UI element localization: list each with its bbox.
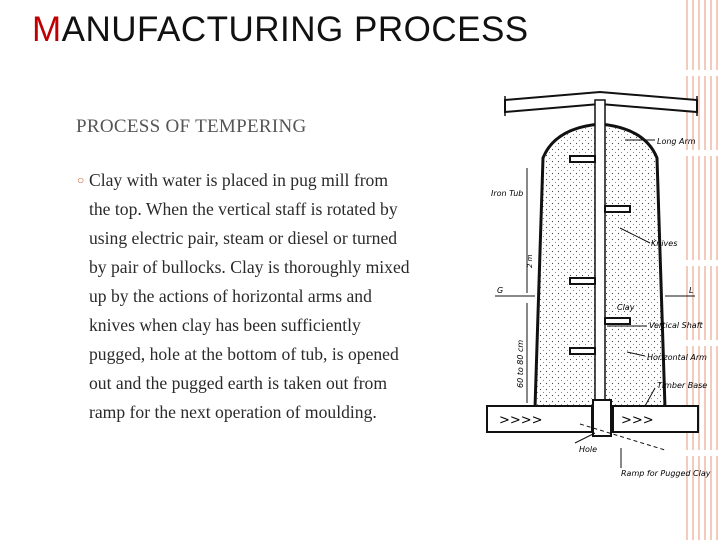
svg-text:>>>>: >>>>: [499, 413, 543, 428]
knives: [569, 155, 631, 355]
hollow-circle-bullet-icon: ○: [77, 173, 85, 187]
svg-text:>>>: >>>: [621, 413, 654, 428]
slide-title: MANUFACTURING PROCESS: [32, 10, 529, 50]
clay-label: Clay: [617, 303, 635, 312]
hole-label: Hole: [579, 445, 597, 454]
title-rest: ANUFACTURING PROCESS: [61, 10, 529, 49]
decorative-border-stripes: [680, 0, 720, 540]
depth-label: 60 to 80 cm: [516, 340, 525, 388]
title-initial: M: [32, 10, 62, 49]
knives-label: Knives: [651, 239, 677, 248]
vertical-shaft-label: Vertical Shaft: [649, 321, 704, 330]
hole: [592, 399, 612, 437]
vertical-shaft: [594, 99, 606, 421]
section-heading: PROCESS OF TEMPERING: [76, 116, 307, 137]
process-description: Clay with water is placed in pug mill fr…: [89, 170, 410, 422]
timber-base-right: [612, 405, 699, 433]
ground-g-label: G: [497, 286, 503, 295]
timber-base-label: Timber Base: [657, 381, 707, 390]
two-m-label: 2 m: [526, 254, 534, 268]
pug-mill-diagram: >>>> >>> Long Arm Iron Tub Knives 2 m G …: [486, 90, 711, 478]
long-arm-label: Long Arm: [657, 137, 696, 146]
ground-l-label: L: [689, 286, 693, 295]
ramp-label: Ramp for Pugged Clay: [621, 469, 711, 478]
iron-tub-label: Iron Tub: [491, 189, 523, 198]
horizontal-arm-label: Horizontal Arm: [647, 353, 707, 362]
